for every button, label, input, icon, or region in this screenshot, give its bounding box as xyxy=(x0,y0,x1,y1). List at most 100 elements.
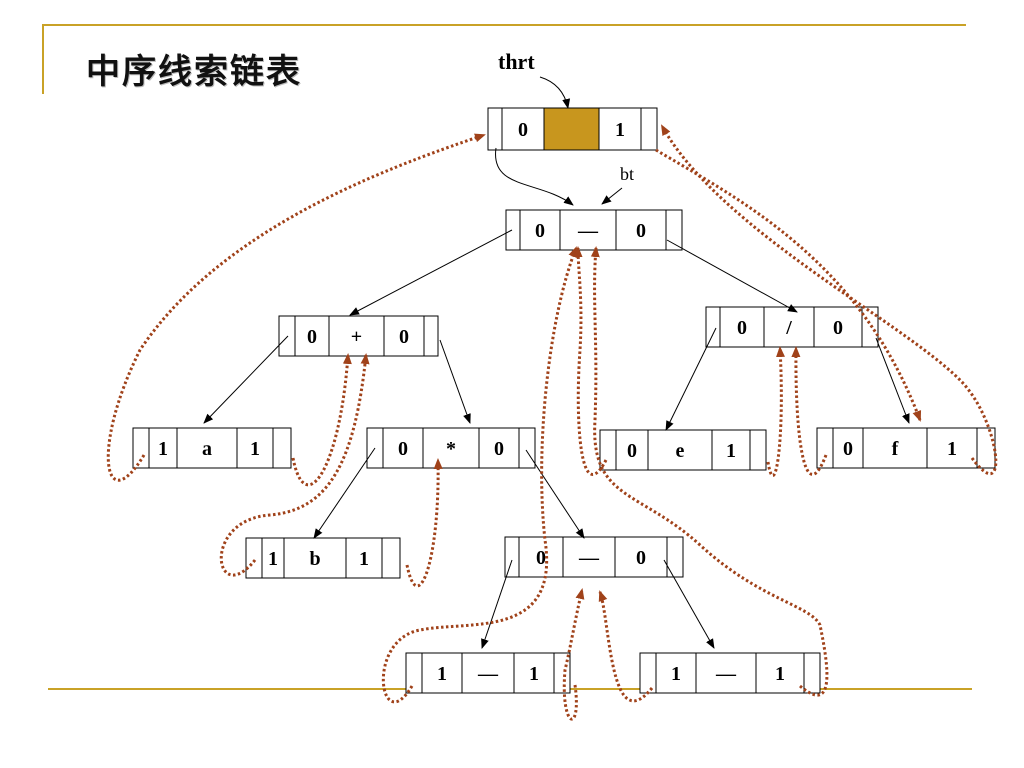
ltag-text: 1 xyxy=(268,548,278,570)
rtag-text: 0 xyxy=(494,438,504,460)
ltag-cell xyxy=(294,315,330,357)
ltag-text: 1 xyxy=(437,663,447,685)
rtag-text: 1 xyxy=(529,663,539,685)
thread-d-to-minus2 xyxy=(598,590,654,703)
rchild-cell xyxy=(553,652,571,694)
child-link-minus1-plus xyxy=(349,229,513,316)
rtag-cell xyxy=(236,427,274,469)
child-links xyxy=(203,147,910,649)
rtag-cell xyxy=(513,652,555,694)
ltag-text: 0 xyxy=(536,547,546,569)
data-text: — xyxy=(715,663,737,685)
thread-links xyxy=(106,124,998,721)
lchild-cell xyxy=(639,652,657,694)
ltag-text: 1 xyxy=(671,663,681,685)
node-c: 1—1 xyxy=(405,652,571,694)
child-link-head-root xyxy=(495,147,574,206)
ltag-text: 1 xyxy=(158,438,168,460)
rtag-text: 0 xyxy=(636,220,646,242)
data-text: * xyxy=(446,438,456,460)
data-cell xyxy=(647,429,713,471)
rtag-text: 1 xyxy=(775,663,785,685)
rtag-cell xyxy=(711,429,751,471)
ltag-text: 0 xyxy=(627,440,637,462)
child-link-minus1-div xyxy=(666,239,798,313)
rchild-cell xyxy=(666,536,684,578)
data-text: a xyxy=(202,438,212,460)
child-link-div-e xyxy=(665,327,717,431)
lchild-cell xyxy=(278,315,296,357)
rchild-cell xyxy=(861,306,879,348)
ltag-cell xyxy=(519,209,561,251)
thread-f-to-head xyxy=(660,124,998,476)
child-link-mul-b xyxy=(313,447,376,539)
thread-head-to-f xyxy=(655,148,922,422)
ltag-text: 0 xyxy=(307,326,317,348)
rtag-cell xyxy=(813,306,863,348)
data-cell xyxy=(422,427,480,469)
ltag-text: 0 xyxy=(737,317,747,339)
lchild-cell xyxy=(816,427,834,469)
rchild-cell xyxy=(803,652,821,694)
bt-pointer-arrow xyxy=(601,187,623,205)
rtag-text: 1 xyxy=(726,440,736,462)
lchild-cell xyxy=(504,536,520,578)
rtag-cell xyxy=(755,652,805,694)
rtag-cell xyxy=(478,427,520,469)
ltag-cell xyxy=(615,429,649,471)
lchild-cell xyxy=(705,306,721,348)
lchild-cell xyxy=(405,652,423,694)
rtag-text: 1 xyxy=(947,438,957,460)
thread-b-to-mul xyxy=(405,458,443,588)
rtag-text: 1 xyxy=(359,548,369,570)
rchild-cell xyxy=(749,429,767,471)
data-cell xyxy=(559,209,617,251)
data-cell xyxy=(695,652,757,694)
rchild-cell xyxy=(381,537,401,579)
thread-e-to-div xyxy=(766,346,785,477)
data-cell xyxy=(562,536,616,578)
ltag-cell xyxy=(501,107,545,151)
ltag-cell xyxy=(832,427,864,469)
node-mul: 0*0 xyxy=(366,427,536,469)
node-div: 0 / 0 xyxy=(705,306,879,348)
node-minus2: 0—0 xyxy=(504,536,684,578)
child-link-plus-a xyxy=(203,335,289,424)
thread-b-to-plus xyxy=(219,353,370,577)
data-text: / xyxy=(785,317,792,339)
ltag-cell xyxy=(421,652,463,694)
lchild-cell xyxy=(245,537,263,579)
rtag-text: 0 xyxy=(399,326,409,348)
rtag-cell xyxy=(926,427,978,469)
top-rule xyxy=(42,24,966,26)
thread-a-to-plus xyxy=(291,353,352,487)
thread-a-to-head xyxy=(106,133,486,482)
data-text: f xyxy=(892,438,899,460)
data-text: + xyxy=(351,326,362,348)
data-cell xyxy=(862,427,928,469)
child-link-minus2-left xyxy=(481,559,513,649)
rchild-cell xyxy=(518,427,536,469)
rtag-cell xyxy=(598,107,642,151)
rtag-cell xyxy=(345,537,383,579)
data-cell xyxy=(283,537,347,579)
rchild-cell xyxy=(423,315,439,357)
rchild-cell xyxy=(640,107,658,151)
data-cell xyxy=(176,427,238,469)
rtag-text: 0 xyxy=(833,317,843,339)
child-link-mul-minus2 xyxy=(525,449,585,539)
node-plus: 0 +0 xyxy=(278,315,439,357)
thrt-label: thrt xyxy=(498,49,535,74)
lchild-cell xyxy=(505,209,521,251)
ltag-cell xyxy=(719,306,765,348)
data-cell xyxy=(543,107,600,151)
thrt-pointer-arrow xyxy=(539,76,571,109)
